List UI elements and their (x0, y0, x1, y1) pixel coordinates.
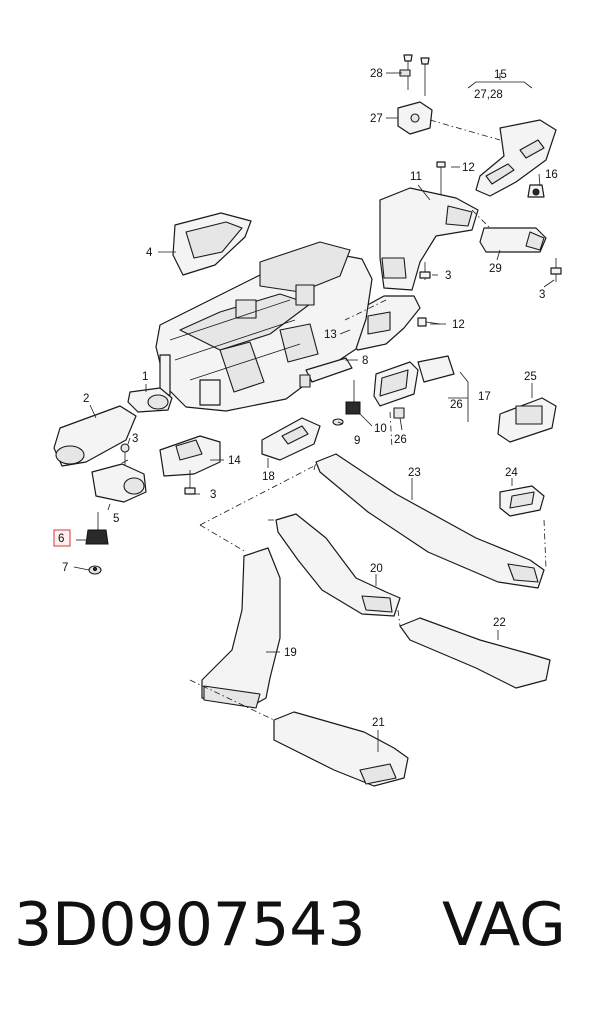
callout-19: 19 (284, 647, 297, 659)
vent-17a (373, 361, 419, 407)
callout-3b: 3 (539, 289, 545, 301)
air-duct-11 (379, 187, 479, 291)
callout-11: 11 (410, 171, 422, 183)
part-number-text: 3D0907543 (14, 890, 366, 960)
callout-21: 21 (372, 717, 385, 729)
connector-18 (261, 417, 321, 461)
vent-25 (497, 397, 557, 443)
callout-1: 1 (142, 371, 148, 383)
exploded-parts-diagram: 28 27 15 27,28 12 16 11 3 29 3 4 12 13 8… (53, 54, 562, 787)
duct-14 (159, 435, 221, 477)
callout-27: 27 (370, 113, 383, 125)
callout-23: 23 (408, 467, 421, 479)
screw-12b (417, 317, 441, 327)
screw-3-left (120, 443, 130, 470)
screw-28-group (399, 54, 430, 96)
clip-26 (393, 407, 405, 419)
screw-3-top (419, 262, 431, 280)
callout-13: 13 (324, 329, 337, 341)
nut-7 (88, 565, 102, 575)
vent-17b (417, 355, 455, 383)
callout-10: 10 (374, 423, 387, 435)
housing-5 (91, 463, 147, 503)
grommet-16 (527, 184, 545, 198)
callout-6-highlight (53, 529, 71, 547)
floor-duct-19 (201, 547, 281, 709)
callout-3c: 3 (132, 433, 138, 445)
callout-26b: 26 (394, 434, 407, 446)
vent-24 (499, 485, 545, 517)
callout-29: 29 (489, 263, 502, 275)
callout-9: 9 (354, 435, 360, 447)
callout-28: 28 (370, 68, 383, 80)
brand-text: VAG (442, 890, 566, 960)
floor-duct-22 (399, 617, 551, 689)
callout-12b: 12 (452, 319, 465, 331)
callout-6: 6 (58, 533, 64, 545)
callout-20: 20 (370, 563, 383, 575)
callout-14: 14 (228, 455, 241, 467)
callout-7: 7 (62, 562, 68, 574)
bracket-27 (397, 101, 433, 135)
floor-duct-23 (315, 453, 545, 589)
callout-24: 24 (505, 467, 518, 479)
air-duct-15 (475, 119, 557, 197)
callout-2: 2 (83, 393, 89, 405)
callout-17: 17 (478, 391, 491, 403)
screw-3-right (550, 258, 562, 282)
callout-3a: 3 (445, 270, 451, 282)
sensor-10 (345, 380, 361, 415)
cover-4 (172, 212, 252, 276)
callout-26a: 26 (450, 399, 463, 411)
callout-5: 5 (113, 513, 119, 525)
air-duct-2 (53, 405, 137, 467)
callout-18: 18 (262, 471, 275, 483)
leader-lines (73, 72, 555, 752)
bracket-8 (299, 357, 353, 388)
floor-duct-21 (273, 711, 409, 787)
vent-29 (479, 227, 547, 253)
callout-25: 25 (524, 371, 537, 383)
callout-4: 4 (146, 247, 153, 259)
callout-15-sub: 27,28 (474, 89, 503, 101)
heater-core-housing (155, 241, 373, 412)
vent-adapter-1 (127, 387, 173, 413)
floor-duct-20 (275, 513, 401, 617)
callout-15: 15 (494, 69, 507, 81)
callout-labels: 28 27 15 27,28 12 16 11 3 29 3 4 12 13 8… (53, 68, 558, 729)
sensor-6 (85, 512, 109, 545)
callout-22: 22 (493, 617, 506, 629)
callout-16: 16 (545, 169, 558, 181)
callout-8: 8 (362, 355, 368, 367)
callout-3d: 3 (210, 489, 216, 501)
callout-12a: 12 (462, 162, 475, 174)
